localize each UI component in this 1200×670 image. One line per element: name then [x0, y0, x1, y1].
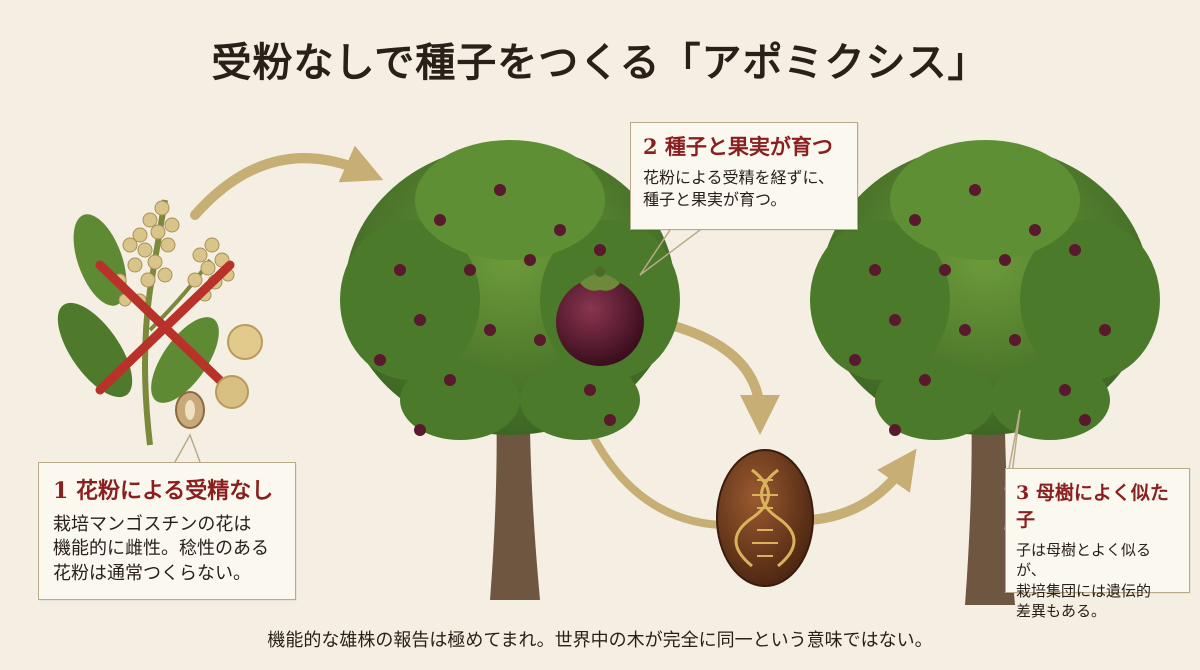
- step-1-callout: 1 花粉による受精なし 栽培マンゴスチンの花は 機能的に雌性。稔性のある 花粉は…: [38, 462, 296, 600]
- body-line: 花粉は通常つくらない。: [53, 562, 251, 584]
- body-line: 栽培集団には遺伝的: [1016, 581, 1152, 600]
- pointer-line: [639, 229, 701, 276]
- step-heading: 1 花粉による受精なし: [53, 478, 274, 504]
- body-line: 差異もある。: [1016, 601, 1107, 620]
- footer-note: 機能的な雄株の報告は極めてまれ。世界中の木が完全に同一という意味ではない。: [267, 630, 933, 651]
- step-body: 子は母樹とよく似るが、 栽培集団には遺伝的 差異もある。: [1016, 540, 1179, 621]
- step-body: 栽培マンゴスチンの花は 機能的に雌性。稔性のある 花粉は通常つくらない。: [53, 513, 281, 586]
- body-line: 花粉による受精を経ずに、: [643, 168, 835, 187]
- cross-icon: [95, 260, 235, 395]
- flower-branch-icon: [57, 199, 235, 446]
- tree-icon: [810, 140, 1160, 605]
- body-line: 子は母樹とよく似るが、: [1016, 541, 1152, 580]
- step-heading: 2 種子と果実が育つ: [643, 134, 833, 159]
- body-line: 種子と果実が育つ。: [643, 189, 787, 209]
- body-line: 栽培マンゴスチンの花は: [53, 514, 252, 535]
- step-heading: 3 母樹によく似た子: [1016, 482, 1169, 531]
- tree-icon: [340, 140, 680, 600]
- step-2-callout: 2 種子と果実が育つ 花粉による受精を経ずに、 種子と果実が育つ。: [630, 122, 858, 230]
- pollen-icon: [175, 324, 263, 429]
- body-line: 機能的に雌性。稔性のある: [53, 538, 269, 560]
- step-3-callout: 3 母樹によく似た子 子は母樹とよく似るが、 栽培集団には遺伝的 差異もある。: [1005, 468, 1190, 620]
- page-title: 受粉なしで種子をつくる「アポミクシス」: [211, 39, 989, 86]
- step-body: 花粉による受精を経ずに、 種子と果実が育つ。: [643, 167, 845, 210]
- mangosteen-fruit-icon: [556, 267, 644, 366]
- seed-dna-icon: [716, 449, 814, 587]
- pointer-line: [174, 433, 201, 463]
